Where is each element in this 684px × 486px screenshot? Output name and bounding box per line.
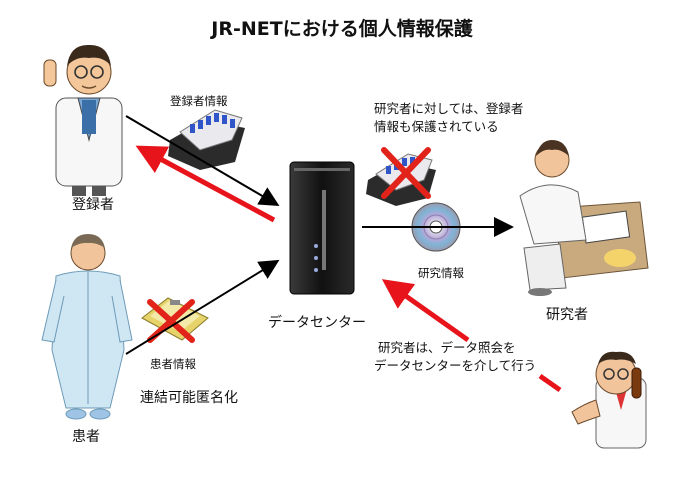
research-info-label: 研究情報 — [418, 266, 464, 280]
anonymization-label: 連結可能匿名化 — [140, 390, 238, 406]
diagram-title: JR-NETにおける個人情報保護 — [211, 18, 473, 40]
protection-note: 研究者に対しては、登録者 情報も保護されている — [374, 100, 523, 136]
protection-note-line1: 研究者に対しては、登録者 — [374, 101, 524, 116]
arrow-registrant-to-center — [125, 115, 280, 207]
data-center-server — [289, 161, 355, 295]
patient-info-label: 患者情報 — [150, 357, 196, 371]
data-center-label: データセンター — [268, 315, 366, 331]
registrant-card-file — [168, 109, 245, 170]
researcher-figure — [519, 140, 649, 296]
researcher-label: 研究者 — [546, 307, 588, 323]
registrant-figure — [43, 44, 123, 196]
red-arrow-protection — [135, 145, 276, 223]
crossed-card-file — [366, 147, 436, 206]
red-arrow-query — [381, 279, 470, 343]
query-note-line1: 研究者は、データ照会を — [378, 340, 516, 355]
patient-figure — [41, 234, 133, 420]
query-note-line2: データセンターを介して行う — [374, 358, 537, 373]
patient-info-clipboard — [141, 297, 209, 343]
registrant-label: 登録者 — [72, 197, 114, 213]
arrow-patient-to-center — [125, 259, 280, 355]
protection-note-line2: 情報も保護されている — [374, 119, 499, 134]
patient-label: 患者 — [72, 429, 100, 445]
query-note: 研究者は、データ照会を データセンターを介して行う — [374, 339, 536, 375]
red-arrow-query-tail — [538, 373, 562, 393]
researcher-phone-figure — [571, 351, 647, 449]
registrant-info-label: 登録者情報 — [170, 94, 228, 108]
